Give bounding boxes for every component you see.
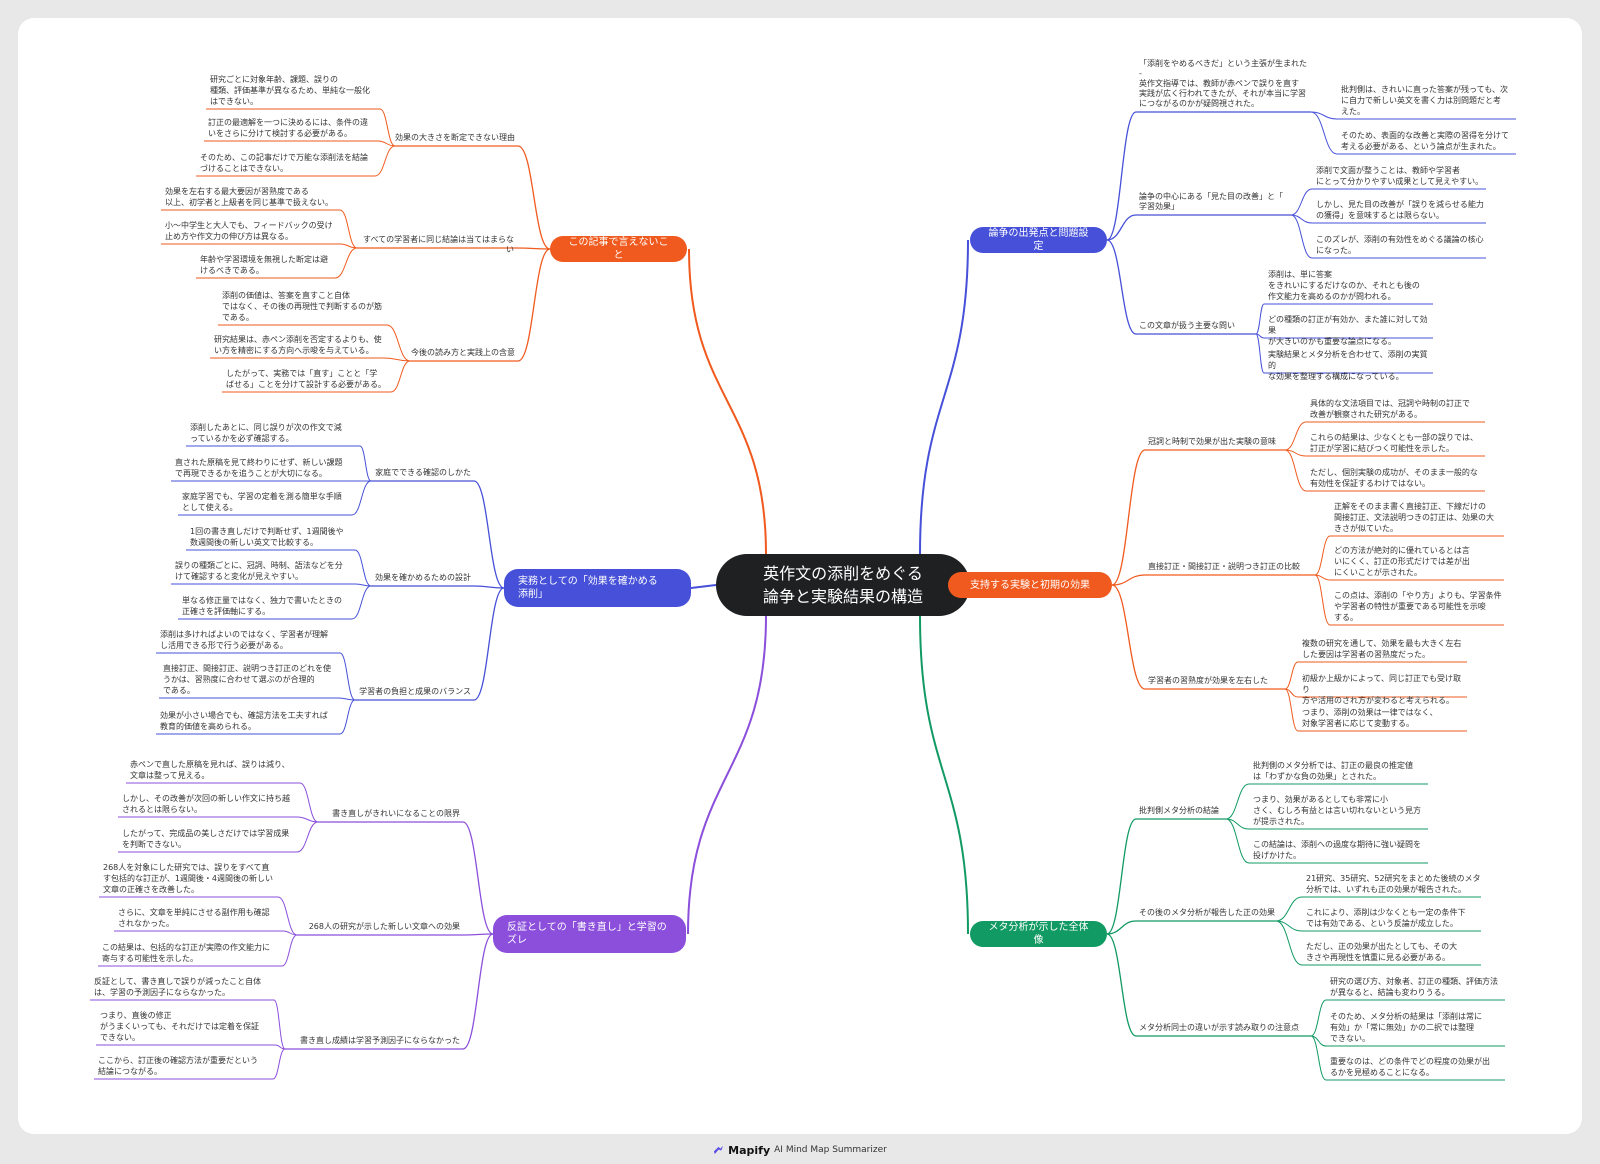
leaf-note[interactable]: 複数の研究を通して、効果を最も大きく左右 した要因は学習者の習熟度だった。 [1302, 639, 1462, 659]
subtopic[interactable]: 268人の研究が示した新しい文章への効果 [308, 922, 460, 931]
leaf-note[interactable]: 効果を左右する最大要因が習熟度である 以上、初学者と上級者を同じ基準で扱えない。 [165, 187, 333, 207]
leaf-note[interactable]: 訂正の最適解を一つに決めるには、条件の違 いをさらに分けて検討する必要がある。 [208, 118, 368, 138]
footer-brand: Mapify [728, 1143, 771, 1157]
leaf-note[interactable]: しかし、見た目の改善が「誤りを減らせる能力 の獲得」を意味するとは限らない。 [1316, 200, 1484, 220]
subtopic[interactable]: 書き直しがきれいになることの限界 [332, 809, 460, 818]
footer: Mapify AI Mind Map Summarizer [0, 1140, 1600, 1160]
subtopic[interactable]: 「添削をやめるべきだ」という主張が生まれた - 英作文指導では、教師が赤ペンで誤… [1139, 59, 1307, 108]
leaf-note[interactable]: 小〜中学生と大人でも、フィードバックの受け 止め方や作文力の伸び方は異なる。 [165, 221, 333, 241]
footer-tagline: AI Mind Map Summarizer [774, 1145, 887, 1155]
leaf-note[interactable]: 単なる修正量ではなく、独力で書いたときの 正確さを評価軸にする。 [182, 596, 342, 616]
leaf-note[interactable]: そのため、この記事だけで万能な添削法を結論 づけることはできない。 [200, 153, 368, 173]
leaf-note[interactable]: 直接訂正、間接訂正、説明つき訂正のどれを使 うかは、習熟度に合わせて選ぶのが合理… [163, 664, 331, 695]
leaf-note[interactable]: そのため、メタ分析の結果は「添削は常に 有効」か「常に無効」かの二択では整理 で… [1330, 1012, 1482, 1043]
subtopic[interactable]: 家庭でできる確認のしかた [375, 468, 471, 477]
subtopic[interactable]: 論争の中心にある「見た目の改善」と「 学習効果」 [1139, 192, 1283, 211]
subtopic[interactable]: 書き直し成績は学習予測因子にならなかった [300, 1036, 460, 1045]
subtopic[interactable]: 冠詞と時制で効果が出た実験の意味 [1148, 437, 1276, 446]
leaf-note[interactable]: 赤ペンで直した原稿を見れば、誤りは減り、 文章は整って見える。 [130, 760, 290, 780]
leaf-note[interactable]: ただし、正の効果が出たとしても、その大 きさや再現性を慎重に見る必要がある。 [1306, 942, 1458, 962]
leaf-note[interactable]: したがって、実務では「直す」ことと「学 ばせる」ことを分けて設計する必要がある。 [226, 369, 386, 389]
leaf-note[interactable]: 正解をそのまま書く直接訂正、下線だけの 間接訂正、文法説明つきの訂正は、効果の大… [1334, 502, 1494, 533]
leaf-note[interactable]: この点は、添削の「やり方」よりも、学習条件 や学習者の特性が重要である可能性を示… [1334, 591, 1502, 622]
leaf-note[interactable]: 重要なのは、どの条件でどの程度の効果が出 るかを見極めることになる。 [1330, 1057, 1490, 1077]
leaf-note[interactable]: これにより、添削は少なくとも一定の条件下 では有効である、という反論が成立した。 [1306, 908, 1466, 928]
subtopic[interactable]: 効果の大きさを断定できない理由 [395, 133, 515, 142]
branch-2[interactable]: 支持する実験と初期の効果 [948, 572, 1112, 598]
leaf-note[interactable]: 添削で文面が整うことは、教師や学習者 にとって分かりやすい成果として見えやすい。 [1316, 166, 1484, 186]
subtopic[interactable]: 今後の読み方と実践上の含意 [411, 348, 515, 357]
subtopic[interactable]: すべての学習者に同じ結論は当てはまらない [363, 235, 514, 254]
leaf-note[interactable]: ここから、訂正後の確認方法が重要だという 結論につながる。 [98, 1056, 258, 1076]
leaf-note[interactable]: 効果が小さい場合でも、確認方法を工夫すれば 教育的価値を高められる。 [160, 711, 328, 731]
leaf-note[interactable]: 添削したあとに、同じ誤りが次の作文で減 っているかを必ず確認する。 [190, 423, 342, 443]
leaf-note[interactable]: つまり、効果があるとしても非常に小 さく、むしろ有益とは言い切れないという見方 … [1253, 795, 1421, 826]
leaf-note[interactable]: 1回の書き直しだけで判断せず、1週間後や 数週間後の新しい英文で比較する。 [190, 527, 344, 547]
leaf-note[interactable]: 家庭学習でも、学習の定着を測る簡単な手順 として使える。 [182, 492, 342, 512]
leaf-note[interactable]: しかし、その改善が次回の新しい作文に持ち越 されるとは限らない。 [122, 794, 290, 814]
branch-3[interactable]: メタ分析が示した全体像 [970, 921, 1107, 947]
leaf-note[interactable]: 批判側は、きれいに直った答案が残っても、次 に自力で新しい英文を書く力は別問題だ… [1341, 85, 1508, 116]
leaf-note[interactable]: どの方法が絶対的に優れているとは言 いにくく、訂正の形式だけでは差が出 にくいこ… [1334, 546, 1470, 577]
subtopic[interactable]: メタ分析同士の違いが示す読み取りの注意点 [1139, 1023, 1299, 1032]
leaf-note[interactable]: 直された原稿を見て終わりにせず、新しい課題 で再現できるかを追うことが大切になる… [175, 458, 343, 478]
central-topic[interactable]: 英作文の添削をめぐる 論争と実験結果の構造 [716, 554, 970, 616]
branch-1[interactable]: 論争の出発点と問題設定 [970, 227, 1107, 253]
subtopic[interactable]: この文章が扱う主要な問い [1139, 321, 1235, 330]
branch-6[interactable]: 反証としての「書き直し」と学習の ズレ [493, 915, 686, 953]
leaf-note[interactable]: これらの結果は、少なくとも一部の誤りでは、 訂正が学習に結びつく可能性を示した。 [1310, 433, 1478, 453]
leaf-note[interactable]: 実験結果とメタ分析を合わせて、添削の実質的 な効果を整理する構成になっている。 [1268, 350, 1428, 381]
leaf-note[interactable]: 批判側のメタ分析では、訂正の最良の推定値 は「わずかな負の効果」とされた。 [1253, 761, 1413, 781]
leaf-note[interactable]: この結論は、添削への過度な期待に強い疑問を 投げかけた。 [1253, 840, 1421, 860]
subtopic[interactable]: その後のメタ分析が報告した正の効果 [1139, 908, 1275, 917]
leaf-note[interactable]: 添削の価値は、答案を直すこと自体 ではなく、その後の再現性で判断するのが筋 であ… [222, 291, 382, 322]
leaf-note[interactable]: ただし、個別実験の成功が、そのまま一般的な 有効性を保証するわけではない。 [1310, 468, 1478, 488]
leaf-note[interactable]: 268人を対象にした研究では、誤りをすべて直 す包括的な訂正が、1週間後・4週間… [103, 863, 274, 894]
leaf-note[interactable]: この結果は、包括的な訂正が実際の作文能力に 寄与する可能性を示した。 [102, 943, 270, 963]
subtopic[interactable]: 批判側メタ分析の結論 [1139, 806, 1219, 815]
mapify-logo-icon [714, 1145, 724, 1154]
leaf-note[interactable]: 反証として、書き直しで誤りが減ったこと自体 は、学習の予測因子にならなかった。 [94, 977, 262, 997]
leaf-note[interactable]: 研究結果は、赤ペン添削を否定するよりも、使 い方を精密にする方向へ示唆を与えてい… [214, 335, 382, 355]
leaf-note[interactable]: 21研究、35研究、52研究をまとめた後続のメタ 分析では、いずれも正の効果が報… [1306, 874, 1481, 894]
subtopic[interactable]: 学習者の負担と成果のバランス [359, 687, 471, 696]
leaf-note[interactable]: 初級か上級かによって、同じ訂正でも受け取り 方や活用のされ方が変わると考えられる… [1302, 674, 1461, 705]
subtopic[interactable]: 直接訂正・間接訂正・説明つき訂正の比較 [1148, 562, 1300, 571]
leaf-note[interactable]: つまり、添削の効果は一律ではなく、 対象学習者に応じて変動する。 [1302, 708, 1438, 728]
leaf-note[interactable]: 添削は多ければよいのではなく、学習者が理解 し活用できる形で行う必要がある。 [160, 630, 328, 650]
leaf-note[interactable]: したがって、完成品の美しさだけでは学習成果 を判断できない。 [122, 829, 290, 849]
leaf-note[interactable]: 誤りの種類ごとに、冠詞、時制、語法などを分 けて確認すると変化が見えやすい。 [175, 561, 343, 581]
leaf-note[interactable]: 具体的な文法項目では、冠詞や時制の訂正で 改善が観察された研究がある。 [1310, 399, 1470, 419]
leaf-note[interactable]: このズレが、添削の有効性をめぐる議論の核心 になった。 [1316, 235, 1484, 255]
leaf-note[interactable]: どの種類の訂正が有効か、また誰に対して効果 が大きいのかも重要な論点になる。 [1268, 315, 1428, 346]
leaf-note[interactable]: 添削は、単に答案 をきれいにするだけなのか、それとも後の 作文能力を高めるのかが… [1268, 270, 1420, 301]
leaf-note[interactable]: そのため、表面的な改善と実際の習得を分けて 考える必要がある、という論点が生まれ… [1341, 131, 1509, 151]
leaf-note[interactable]: つまり、直後の修正 がうまくいっても、それだけでは定着を保証 できない。 [100, 1011, 259, 1042]
branch-5[interactable]: 実務としての「効果を確かめる 添削」 [504, 569, 691, 607]
branch-4[interactable]: この記事で言えないこと [550, 236, 687, 262]
subtopic[interactable]: 学習者の習熟度が効果を左右した [1148, 676, 1268, 685]
leaf-note[interactable]: 研究の選び方、対象者、訂正の種類、評価方法 が異なると、結論も変わりうる。 [1330, 977, 1498, 997]
leaf-note[interactable]: 研究ごとに対象年齢、課題、誤りの 種類、評価基準が異なるため、単純な一般化 はで… [210, 75, 370, 106]
leaf-note[interactable]: さらに、文章を単純にさせる副作用も確認 されなかった。 [118, 908, 270, 928]
subtopic[interactable]: 効果を確かめるための設計 [375, 573, 471, 582]
leaf-note[interactable]: 年齢や学習環境を無視した断定は避 けるべきである。 [200, 255, 328, 275]
